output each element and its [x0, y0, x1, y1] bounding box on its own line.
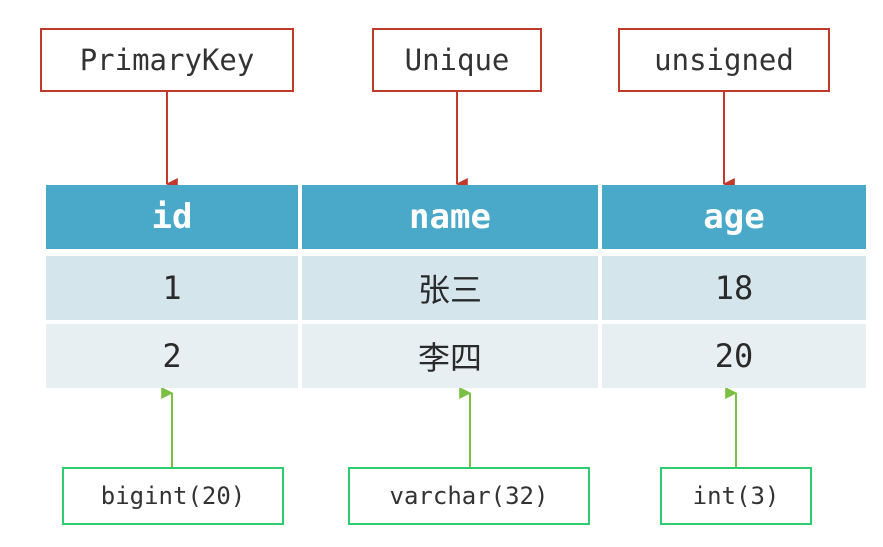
table-cell-row2-id: 2 — [46, 324, 298, 388]
table-cell-row1-age: 18 — [602, 256, 866, 320]
unique-label-box: Unique — [372, 28, 542, 92]
header-id: id — [46, 185, 298, 249]
primarykey-label: PrimaryKey — [79, 43, 255, 77]
bigint-type-label: bigint(20) — [100, 482, 246, 510]
int-type-label: int(3) — [692, 482, 780, 510]
int-type-box: int(3) — [660, 467, 812, 525]
unsigned-label-box: unsigned — [618, 28, 830, 92]
primarykey-label-box: PrimaryKey — [40, 28, 294, 92]
table-cell-row2-age: 20 — [602, 324, 866, 388]
table-cell-row1-name: 张三 — [302, 256, 598, 320]
unsigned-label: unsigned — [654, 43, 794, 77]
header-age: age — [602, 185, 866, 249]
table-cell-row2-name: 李四 — [302, 324, 598, 388]
header-name: name — [302, 185, 598, 249]
varchar-type-box: varchar(32) — [348, 467, 590, 525]
bigint-type-box: bigint(20) — [62, 467, 284, 525]
varchar-type-label: varchar(32) — [389, 482, 549, 510]
table-cell-row1-id: 1 — [46, 256, 298, 320]
unique-label: Unique — [404, 43, 510, 77]
